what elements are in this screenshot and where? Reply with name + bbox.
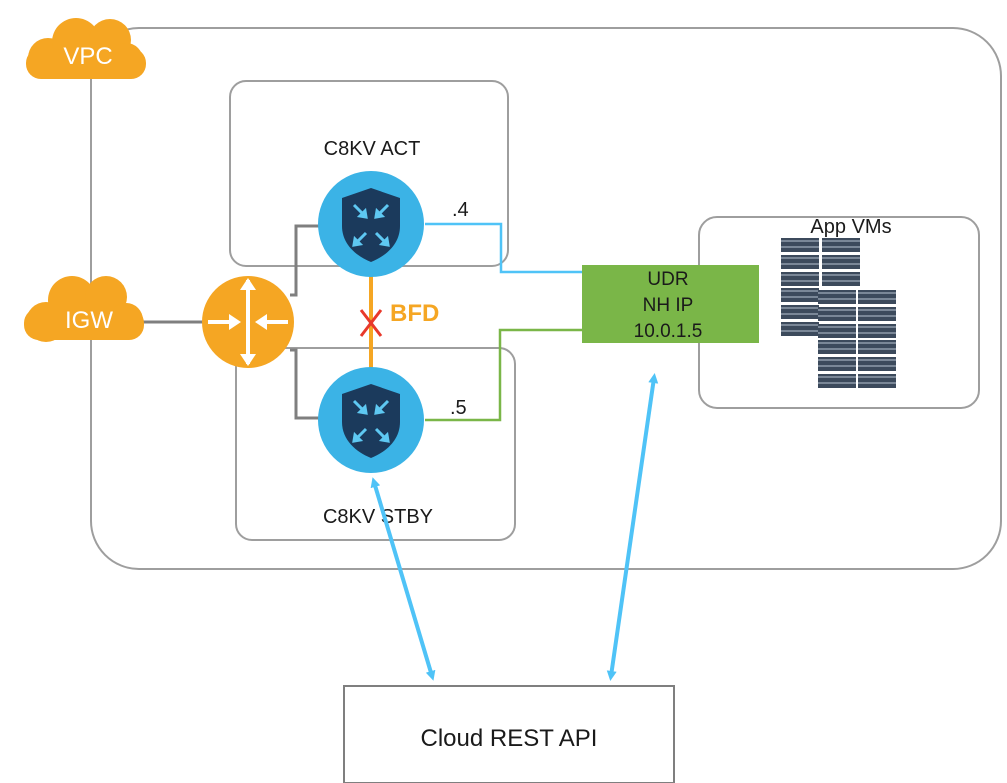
standby-router-label: C8KV STBY	[323, 506, 433, 528]
active-router-icon	[318, 171, 424, 277]
standby-link	[425, 328, 582, 422]
igw-cloud-icon	[24, 276, 144, 342]
router-to-act-line	[290, 224, 322, 297]
active-router-label: C8KV ACT	[324, 138, 421, 160]
igw-label: IGW	[65, 307, 113, 334]
active-link	[425, 222, 582, 274]
router-icon	[202, 276, 294, 368]
api-label: Cloud REST API	[421, 725, 598, 752]
api-box	[343, 685, 675, 783]
app-vms-label: App VMs	[810, 216, 891, 238]
standby-router-icon	[318, 367, 424, 473]
bfd-label: BFD	[390, 300, 439, 327]
vpc-label: VPC	[63, 43, 112, 70]
udr-line2: NH IP	[643, 295, 694, 316]
udr-line1: UDR	[647, 269, 688, 290]
standby-interface-label: .5	[450, 397, 467, 419]
server-icon	[781, 238, 896, 388]
stby-api-arrow	[370, 477, 436, 681]
router-to-stby-line	[290, 348, 322, 420]
udr-api-arrow	[606, 373, 659, 681]
udr-box	[582, 265, 759, 343]
active-interface-label: .4	[452, 199, 469, 221]
bfd-failure-x-icon	[359, 309, 383, 337]
udr-line3: 10.0.1.5	[634, 321, 703, 342]
vpc-cloud-icon	[26, 18, 146, 79]
